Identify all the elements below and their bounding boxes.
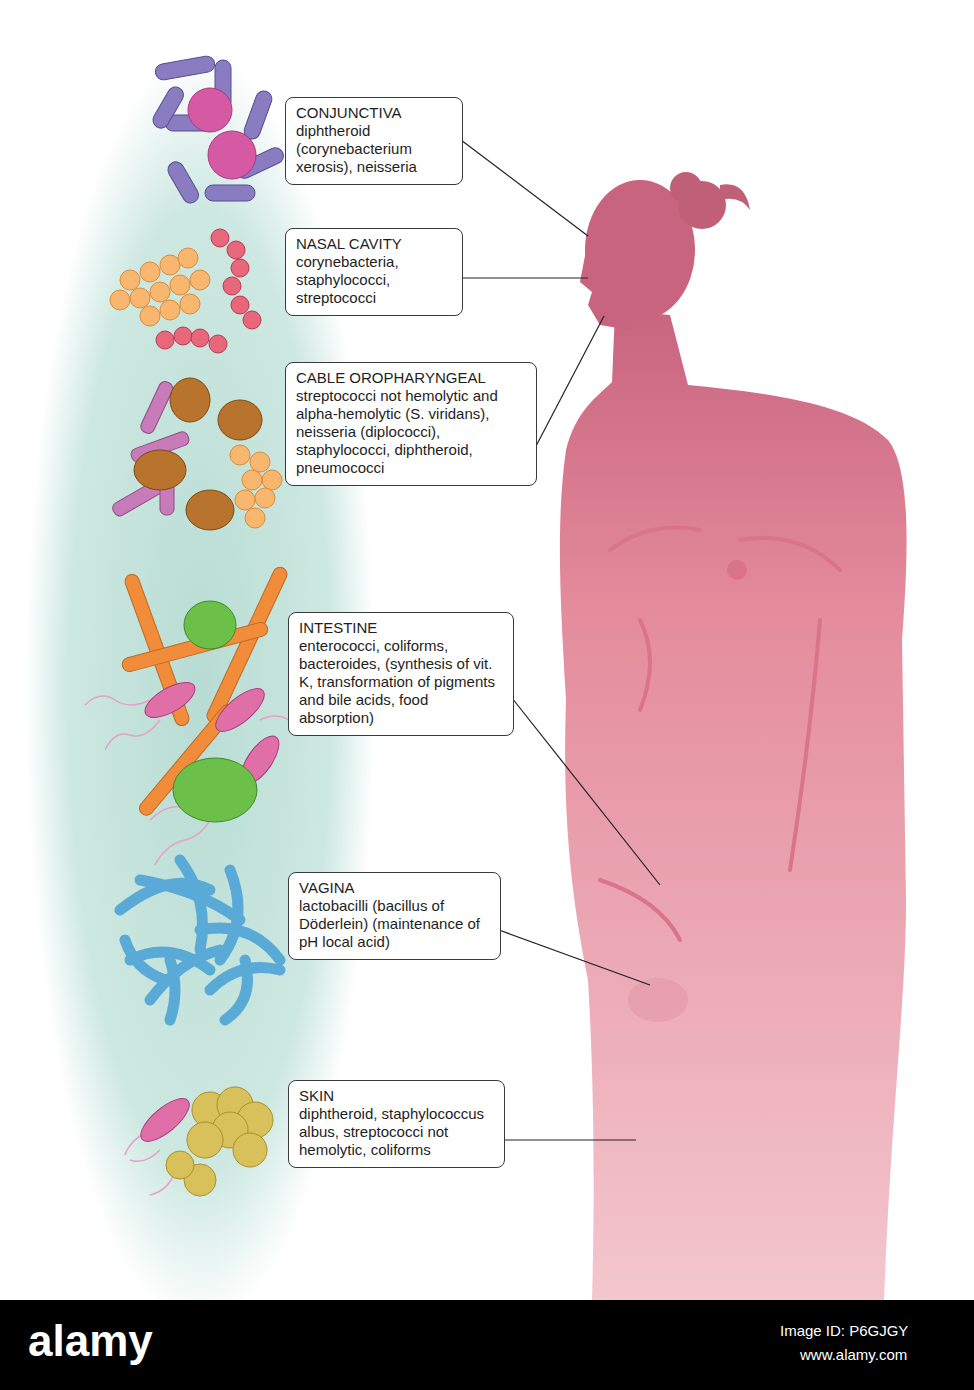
callout-box: INTESTINEenterococci, coliforms, bactero… <box>288 612 514 736</box>
callout-box: SKINdiphtheroid, staphylococcus albus, s… <box>288 1080 505 1168</box>
callout-box: CONJUNCTIVAdiphtheroid (corynebacterium … <box>285 97 463 185</box>
callout-heading: NASAL CAVITY <box>296 235 452 253</box>
intestine-bacteria <box>85 565 295 865</box>
callout-heading: CABLE OROPHARYNGEAL <box>296 369 526 387</box>
callout-box: CABLE OROPHARYNGEALstreptococci not hemo… <box>285 362 537 486</box>
woman-silhouette <box>560 172 907 1300</box>
callout-box: NASAL CAVITYcorynebacteria, staphylococc… <box>285 228 463 316</box>
footer-bar <box>0 1300 974 1390</box>
vagina-bacteria <box>120 860 280 1020</box>
callout-box: VAGINAlactobacilli (bacillus of Döderlei… <box>288 872 501 960</box>
callout-heading: CONJUNCTIVA <box>296 104 452 122</box>
callout-body: diphtheroid (corynebacterium xerosis), n… <box>296 122 452 176</box>
conjunctiva-bacteria <box>150 55 286 206</box>
callout-body: diphtheroid, staphylococcus albus, strep… <box>299 1105 494 1159</box>
watermark-logo: alamy <box>28 1316 153 1366</box>
nasal-bacteria <box>110 229 261 353</box>
callout-body: corynebacteria, staphylococci, streptoco… <box>296 253 452 307</box>
callout-body: enterococci, coliforms, bacteroides, (sy… <box>299 637 503 727</box>
oropharyngeal-bacteria <box>111 378 282 530</box>
callout-heading: INTESTINE <box>299 619 503 637</box>
callout-body: streptococci not hemolytic and alpha-hem… <box>296 387 526 477</box>
callout-body: lactobacilli (bacillus of Döderlein) (ma… <box>299 897 490 951</box>
watermark-text: Image ID: P6GJGY <box>780 1322 908 1339</box>
watermark-text: www.alamy.com <box>800 1346 907 1363</box>
callout-heading: SKIN <box>299 1087 494 1105</box>
skin-bacteria <box>125 1087 273 1196</box>
callout-heading: VAGINA <box>299 879 490 897</box>
